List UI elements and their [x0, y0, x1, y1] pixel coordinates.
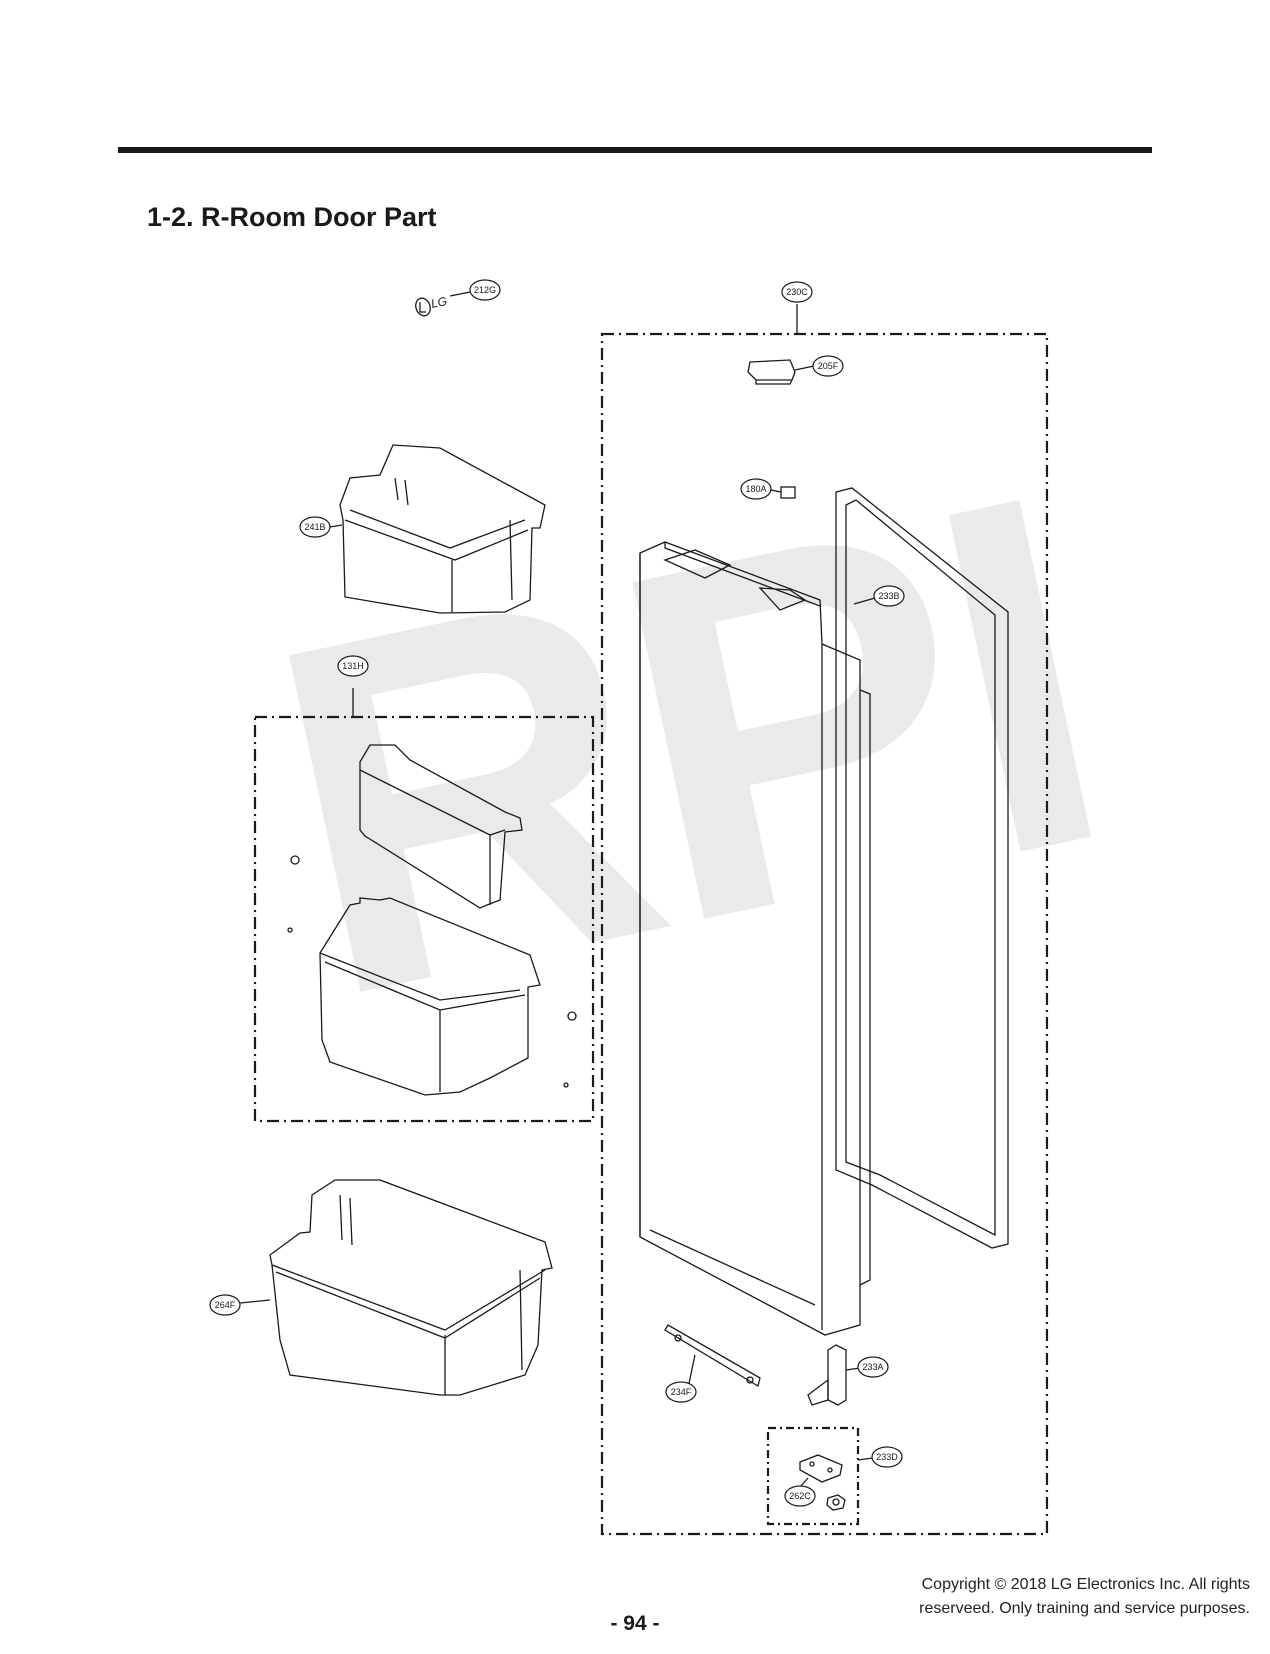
callout-212g	[469, 279, 501, 301]
label-241b: 241B	[304, 522, 325, 532]
door-assembly-box	[600, 332, 1049, 1536]
svg-text:LG: LG	[430, 294, 449, 311]
callout-233b	[873, 585, 905, 607]
callout-262c	[784, 1485, 816, 1507]
label-233a: 233A	[862, 1362, 883, 1372]
door-bin-264f	[239, 1179, 553, 1396]
copyright-line-2: reserveed. Only training and service pur…	[919, 1600, 1250, 1617]
nut-part	[826, 1494, 846, 1511]
bin-part	[287, 855, 577, 1096]
callout-180a	[740, 478, 772, 500]
copyright-line-1: Copyright © 2018 LG Electronics Inc. All…	[921, 1576, 1250, 1593]
bin-assembly-box	[253, 715, 595, 1123]
door-panel	[639, 541, 871, 1336]
label-234f: 234F	[671, 1387, 692, 1397]
header-rule	[118, 147, 1152, 153]
callout-233a	[857, 1356, 889, 1378]
hinge-part	[807, 1344, 861, 1406]
callout-233d	[871, 1446, 903, 1468]
hinge-kit-box	[766, 1426, 860, 1526]
gasket-part	[835, 487, 1009, 1249]
page-title: 1-2. R-Room Door Part	[147, 202, 437, 232]
label-180a: 180A	[745, 484, 766, 494]
callout-241b	[299, 516, 331, 538]
callout-205f	[812, 355, 844, 377]
lg-logo-part: LG	[415, 291, 471, 317]
label-262c: 262C	[789, 1491, 811, 1501]
label-205f: 205F	[818, 361, 839, 371]
callout-131h	[337, 655, 369, 677]
copyright-notice: Copyright © 2018 LG Electronics Inc. All…	[860, 1573, 1250, 1621]
page-number: - 94 -	[610, 1612, 660, 1635]
cap-part	[747, 359, 815, 385]
pad-part	[770, 486, 796, 499]
label-264f: 264F	[215, 1300, 236, 1310]
shelf-part	[359, 744, 523, 909]
callout-264f	[209, 1294, 241, 1316]
plate-part	[664, 1324, 761, 1389]
label-233d: 233D	[876, 1452, 898, 1462]
label-212g: 212G	[474, 285, 496, 295]
label-233b: 233B	[878, 591, 899, 601]
label-230c: 230C	[786, 287, 808, 297]
label-131h: 131H	[342, 661, 364, 671]
callout-230c	[781, 281, 813, 303]
door-bin-241b	[329, 444, 546, 614]
callout-234f	[665, 1381, 697, 1403]
hinge-bracket-part	[799, 1454, 843, 1488]
